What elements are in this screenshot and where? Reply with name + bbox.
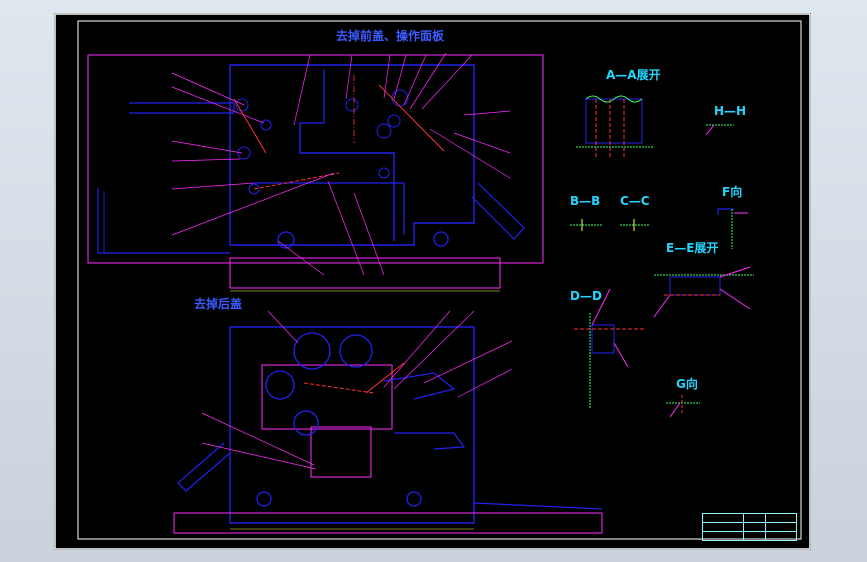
front-gear-b bbox=[376, 123, 392, 139]
section-dd-label: D—D bbox=[570, 289, 602, 303]
front-gear-g bbox=[345, 98, 359, 112]
section-ee-label: E—E展开 bbox=[666, 241, 719, 255]
front-gear-d bbox=[235, 98, 249, 112]
front-view-title: 去掉前盖、操作面板 bbox=[336, 29, 445, 43]
section-cc-label: C—C bbox=[620, 194, 650, 208]
section-bb-cc-graphic bbox=[570, 219, 650, 231]
rear-base-magenta bbox=[173, 512, 603, 534]
rear-roller-3 bbox=[265, 370, 295, 400]
rear-linkage bbox=[394, 432, 466, 450]
front-outline-magenta bbox=[87, 54, 544, 264]
inner-frame bbox=[77, 20, 802, 540]
rear-inner-box bbox=[261, 364, 393, 430]
front-base-magenta bbox=[229, 257, 501, 289]
title-block bbox=[702, 513, 797, 541]
front-left-frame bbox=[97, 188, 230, 254]
front-gear-i bbox=[248, 183, 260, 195]
rear-roller-2 bbox=[339, 334, 373, 368]
rear-link-2 bbox=[303, 382, 375, 394]
section-ee-graphic bbox=[653, 266, 754, 318]
section-aa-label: A—A展开 bbox=[606, 68, 661, 82]
rear-guide bbox=[383, 372, 456, 400]
front-arm bbox=[129, 102, 235, 114]
view-f-graphic bbox=[717, 208, 748, 249]
section-dd-graphic bbox=[574, 288, 644, 409]
rear-wheel-1 bbox=[256, 491, 272, 507]
rear-view-title: 去掉后盖 bbox=[194, 297, 243, 311]
front-link-3 bbox=[378, 84, 445, 152]
view-g-label: G向 bbox=[676, 377, 698, 391]
front-gear-c bbox=[387, 114, 401, 128]
front-gear-f bbox=[237, 146, 251, 160]
outer-frame bbox=[54, 13, 811, 550]
front-view bbox=[87, 52, 544, 292]
rear-wheel-2 bbox=[406, 491, 422, 507]
rear-roller-1 bbox=[293, 332, 331, 370]
front-housing bbox=[229, 64, 475, 246]
view-g-graphic bbox=[666, 395, 700, 418]
view-f-label: F向 bbox=[722, 185, 743, 199]
rear-view bbox=[173, 310, 603, 534]
rear-outline bbox=[229, 326, 475, 524]
section-hh-graphic bbox=[705, 124, 734, 136]
front-inner-plate bbox=[299, 123, 395, 241]
front-link-2 bbox=[253, 172, 340, 190]
rear-link-1 bbox=[365, 362, 405, 394]
front-chute bbox=[471, 182, 525, 240]
front-lower-plate bbox=[254, 182, 405, 235]
rear-shelf bbox=[473, 502, 603, 510]
front-step bbox=[300, 69, 325, 124]
front-roller-1 bbox=[277, 231, 295, 249]
front-roller-2 bbox=[433, 231, 449, 247]
drawing-canvas bbox=[54, 13, 811, 550]
section-aa-graphic bbox=[576, 95, 654, 159]
cad-viewport[interactable]: 去掉前盖、操作面板 去掉后盖 A—A展开 H—H B—B C—C F向 E—E展… bbox=[54, 13, 811, 550]
rear-roller-4 bbox=[293, 410, 319, 436]
rear-lower-box bbox=[310, 426, 372, 478]
front-gear-e bbox=[260, 119, 272, 131]
front-gear-h bbox=[378, 167, 390, 179]
section-hh-label: H—H bbox=[714, 104, 747, 118]
rear-feed-ramp bbox=[177, 442, 231, 492]
front-link-1 bbox=[233, 98, 267, 154]
section-bb-label: B—B bbox=[570, 194, 601, 208]
